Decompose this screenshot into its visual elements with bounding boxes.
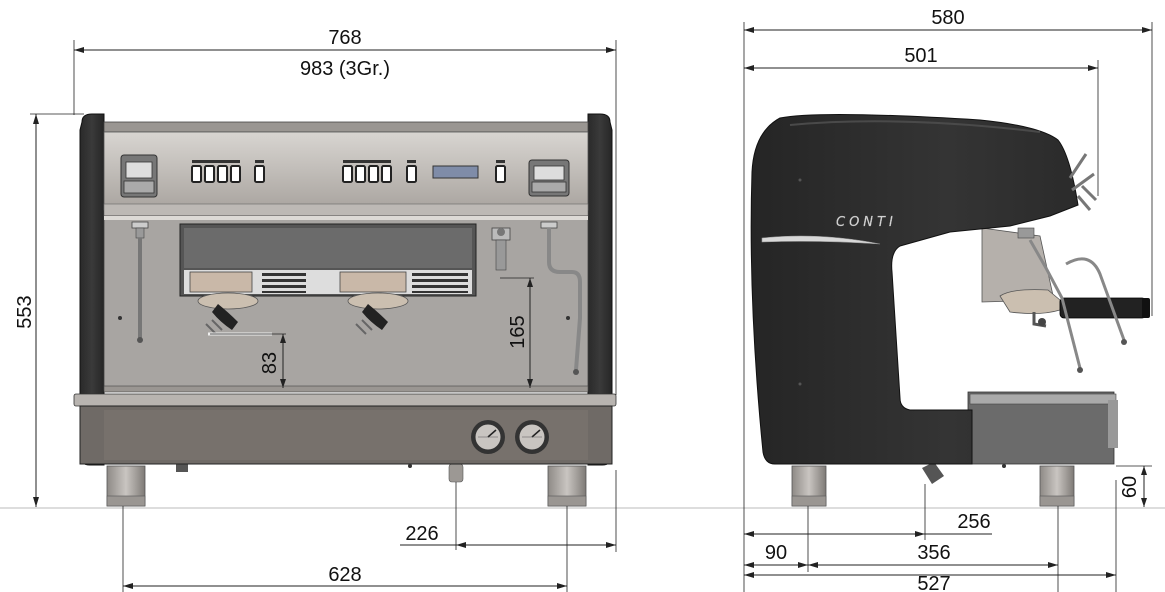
brand-label: CONTI <box>836 215 897 230</box>
drip-tray-rail <box>73 393 617 407</box>
display-screen <box>432 165 479 179</box>
dim-side-body-depth: 501 <box>904 45 937 67</box>
side-dimensions: 580 501 60 256 90 356 527 <box>743 7 1153 592</box>
dim-drain-from-front: 256 <box>957 511 990 533</box>
front-view <box>73 113 617 507</box>
portafilter-2 <box>347 292 409 335</box>
dim-front-feet-spacing: 628 <box>328 564 361 586</box>
side-steam-wand <box>1028 239 1126 369</box>
chrome-strip <box>761 235 881 245</box>
rear-pipes <box>1068 153 1098 211</box>
dim-base-depth: 527 <box>917 573 950 592</box>
dim-drain-offset: 226 <box>405 523 438 545</box>
dim-cup-height: 165 <box>507 315 529 348</box>
hot-water-tap <box>491 227 511 271</box>
right-steam-wand <box>540 221 582 375</box>
hot-water-button <box>495 165 506 183</box>
pressure-gauge-1 <box>471 420 505 454</box>
side-view: CONTI <box>750 113 1150 507</box>
right-steam-lever <box>528 159 570 197</box>
dim-front-foot-offset: 90 <box>765 542 787 564</box>
group-head-2 <box>339 271 407 293</box>
side-portafilter-handle <box>1059 297 1147 319</box>
left-steam-lever <box>120 154 158 198</box>
drain-fitting <box>448 463 464 483</box>
pressure-gauge-2 <box>515 420 549 454</box>
side-portafilter <box>999 227 1150 328</box>
front-right-side-panel <box>587 113 613 466</box>
dim-front-height: 553 <box>14 295 36 328</box>
keypad-group-2 <box>342 160 417 183</box>
drip-tray <box>103 385 589 393</box>
left-steam-wand <box>131 221 149 343</box>
dim-side-feet-spacing: 356 <box>917 542 950 564</box>
dim-feet-height: 60 <box>1119 476 1141 498</box>
portafilter-1 <box>197 292 259 335</box>
dim-front-width-3gr: 983 (3Gr.) <box>300 58 390 80</box>
side-body-shell <box>750 113 1079 465</box>
group-head-1 <box>189 271 253 293</box>
front-dimensions: 768 983 (3Gr.) 553 83 165 226 628 <box>14 27 617 592</box>
dim-tray-clearance: 83 <box>259 352 281 374</box>
dim-front-width: 768 <box>328 27 361 49</box>
side-drain-fitting <box>922 462 944 484</box>
keypad-group-1 <box>191 160 265 183</box>
dim-side-total-depth: 580 <box>931 7 964 29</box>
